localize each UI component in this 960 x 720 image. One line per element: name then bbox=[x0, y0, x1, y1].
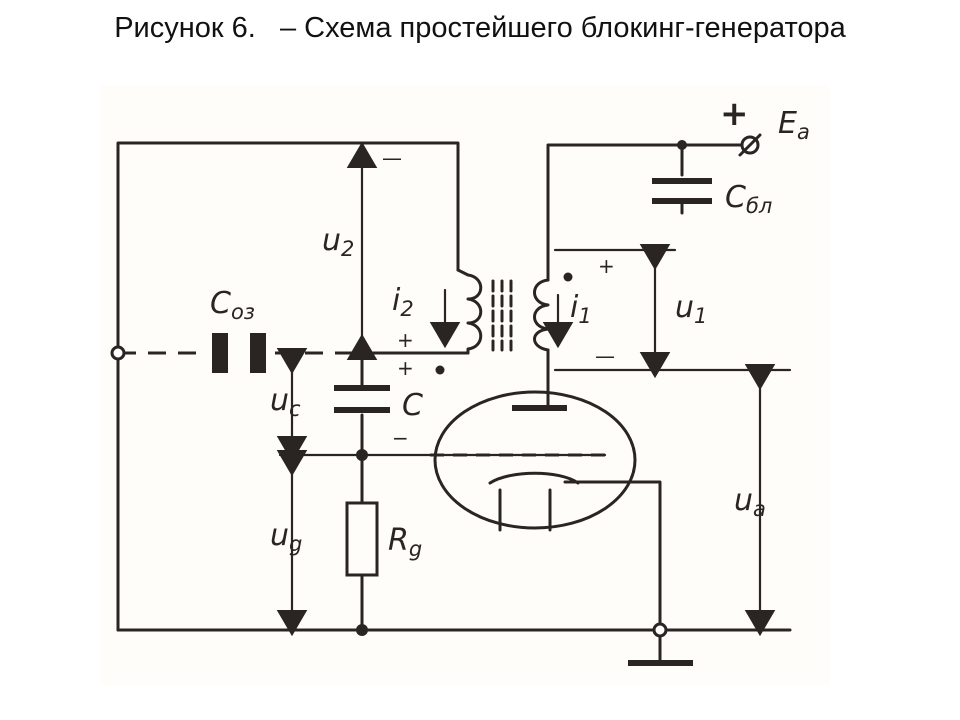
junction-ground-left bbox=[356, 624, 368, 636]
label-coz: Cоз bbox=[210, 286, 255, 324]
label-uc-main: u bbox=[270, 383, 289, 418]
node-plus-sign-2: + bbox=[397, 356, 414, 380]
primary-coil bbox=[533, 278, 550, 352]
labels: + Ea Cбл Cоз u2 — i2 i1 u1 + — + bbox=[210, 94, 810, 561]
node-plus-sign-1: + bbox=[397, 328, 414, 352]
ea-terminal-slash bbox=[738, 133, 762, 157]
junction-cbl bbox=[677, 140, 687, 150]
label-ua-main: u bbox=[734, 483, 753, 518]
label-ea: Ea bbox=[778, 106, 810, 144]
u1-plus-sign: + bbox=[598, 254, 615, 278]
page-title: Рисунок 6. – Схема простейшего блокинг-г… bbox=[114, 12, 846, 44]
junction-ground-right bbox=[652, 622, 668, 638]
dot-primary bbox=[563, 272, 573, 282]
tube-cathode bbox=[488, 471, 580, 485]
wires bbox=[116, 141, 792, 662]
label-cbl-sub: бл bbox=[746, 194, 772, 218]
junction-grid bbox=[356, 449, 368, 461]
label-i2-sub: 2 bbox=[400, 297, 413, 321]
triode-tube bbox=[430, 390, 637, 532]
u1-minus-sign: — bbox=[595, 344, 615, 368]
dot-secondary bbox=[435, 365, 445, 375]
label-cbl: Cбл bbox=[725, 180, 772, 218]
wire-top-left bbox=[116, 141, 460, 632]
label-uc-sub: c bbox=[289, 397, 301, 421]
label-ug-sub: g bbox=[289, 532, 302, 556]
circuit-figure: + Ea Cбл Cоз u2 — i2 i1 u1 + — + bbox=[100, 85, 830, 685]
wire-cathode-to-ground bbox=[563, 480, 662, 632]
label-c: C bbox=[402, 388, 423, 423]
c-plate-top bbox=[334, 385, 390, 391]
label-i1: i1 bbox=[570, 290, 592, 328]
cbl-plate-bottom bbox=[652, 198, 712, 204]
label-ea-main: E bbox=[778, 106, 797, 141]
label-u1-sub: 1 bbox=[694, 304, 707, 328]
cbl-capacitor bbox=[652, 178, 712, 215]
label-rg: Rg bbox=[388, 523, 422, 561]
ea-plus-sign: + bbox=[720, 94, 749, 134]
label-cbl-main: C bbox=[725, 180, 746, 215]
label-coz-sub: оз bbox=[231, 300, 255, 324]
label-u2: u2 bbox=[322, 223, 354, 261]
label-u1: u1 bbox=[675, 290, 707, 328]
transformer bbox=[456, 268, 550, 355]
ground-symbol bbox=[628, 660, 693, 666]
wire-anode-supply bbox=[546, 143, 747, 272]
coz-plate-right bbox=[250, 333, 266, 373]
c-plate-bottom bbox=[334, 407, 390, 413]
u2-minus-sign: — bbox=[382, 146, 402, 170]
junctions bbox=[110, 133, 762, 638]
cbl-plate-top bbox=[652, 178, 712, 184]
label-u2-main: u bbox=[322, 223, 341, 258]
label-ug: ug bbox=[270, 518, 302, 556]
label-i1-sub: 1 bbox=[578, 304, 591, 328]
tube-envelope bbox=[433, 390, 637, 530]
label-ua-sub: a bbox=[753, 497, 766, 521]
label-uc: uc bbox=[270, 383, 301, 421]
label-i1-main: i bbox=[570, 290, 579, 325]
label-i2: i2 bbox=[392, 283, 414, 321]
label-rg-main: R bbox=[388, 523, 409, 558]
label-u2-sub: 2 bbox=[341, 237, 354, 261]
secondary-coil bbox=[456, 268, 483, 355]
label-ug-main: u bbox=[270, 518, 289, 553]
tube-anode bbox=[512, 405, 567, 411]
coz-plate-left bbox=[212, 333, 228, 373]
blocking-generator-schematic: + Ea Cбл Cоз u2 — i2 i1 u1 + — + bbox=[110, 94, 810, 666]
label-coz-main: C bbox=[210, 286, 231, 321]
label-u1-main: u bbox=[675, 290, 694, 325]
label-i2-main: i bbox=[392, 283, 401, 318]
coz-branch bbox=[118, 333, 362, 373]
rg-resistor bbox=[345, 501, 379, 577]
label-ea-sub: a bbox=[797, 120, 810, 144]
junction-left-rail bbox=[110, 345, 126, 361]
c-capacitor bbox=[334, 385, 390, 413]
arrows bbox=[276, 141, 776, 637]
c-minus-sign: − bbox=[392, 426, 409, 450]
label-rg-sub: g bbox=[409, 537, 422, 561]
junction-node bbox=[355, 346, 369, 360]
label-ua: ua bbox=[734, 483, 766, 521]
